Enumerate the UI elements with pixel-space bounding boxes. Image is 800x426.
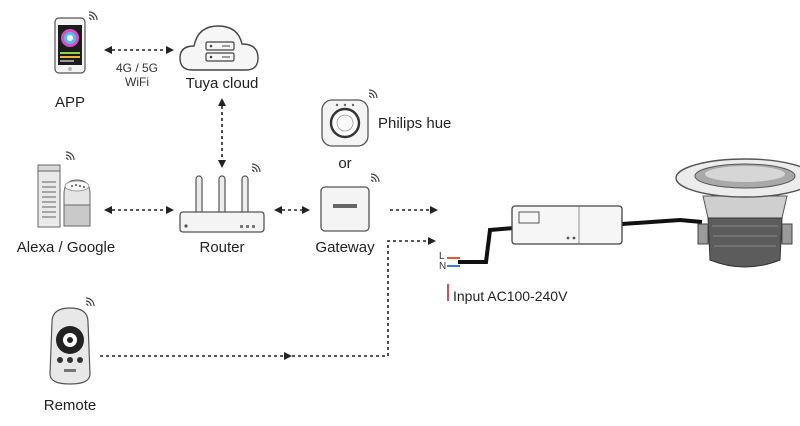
wifi-signal-icon [370, 173, 380, 183]
phone-icon [54, 17, 86, 74]
wifi-signal-icon [85, 297, 95, 307]
router-label: Router [199, 239, 245, 256]
hue-bridge-icon [321, 99, 369, 147]
input-label: Input AC100-240V [453, 288, 568, 304]
driver-icon [511, 205, 623, 245]
wifi-label: WiFi [125, 75, 149, 89]
network-label: 4G / 5G [115, 61, 159, 75]
wifi-signal-icon [65, 151, 75, 161]
gateway-icon [320, 186, 370, 232]
router-icon [179, 175, 265, 233]
smart-speaker-icon [37, 164, 91, 228]
wifi-signal-icon [251, 163, 261, 173]
connectors [100, 46, 438, 357]
cloud-label: Tuya cloud [185, 75, 259, 92]
neutral-label: N [439, 261, 447, 272]
wiring [447, 217, 703, 301]
remote-label: Remote [43, 397, 97, 414]
remote-icon [49, 307, 91, 385]
remote-line-arrowhead [284, 352, 292, 360]
wifi-signal-icon [88, 11, 98, 21]
live-label: L [439, 251, 445, 262]
gateway-label: Gateway [315, 239, 375, 256]
wifi-signal-icon [368, 89, 378, 99]
hue-label: Philips hue [378, 115, 452, 132]
or-label: or [338, 155, 352, 172]
alexa-google-label: Alexa / Google [16, 239, 116, 256]
app-label: APP [54, 94, 86, 111]
cloud-icon [179, 25, 259, 71]
link-remote-driver [100, 237, 436, 357]
downlight-icon [675, 158, 800, 268]
